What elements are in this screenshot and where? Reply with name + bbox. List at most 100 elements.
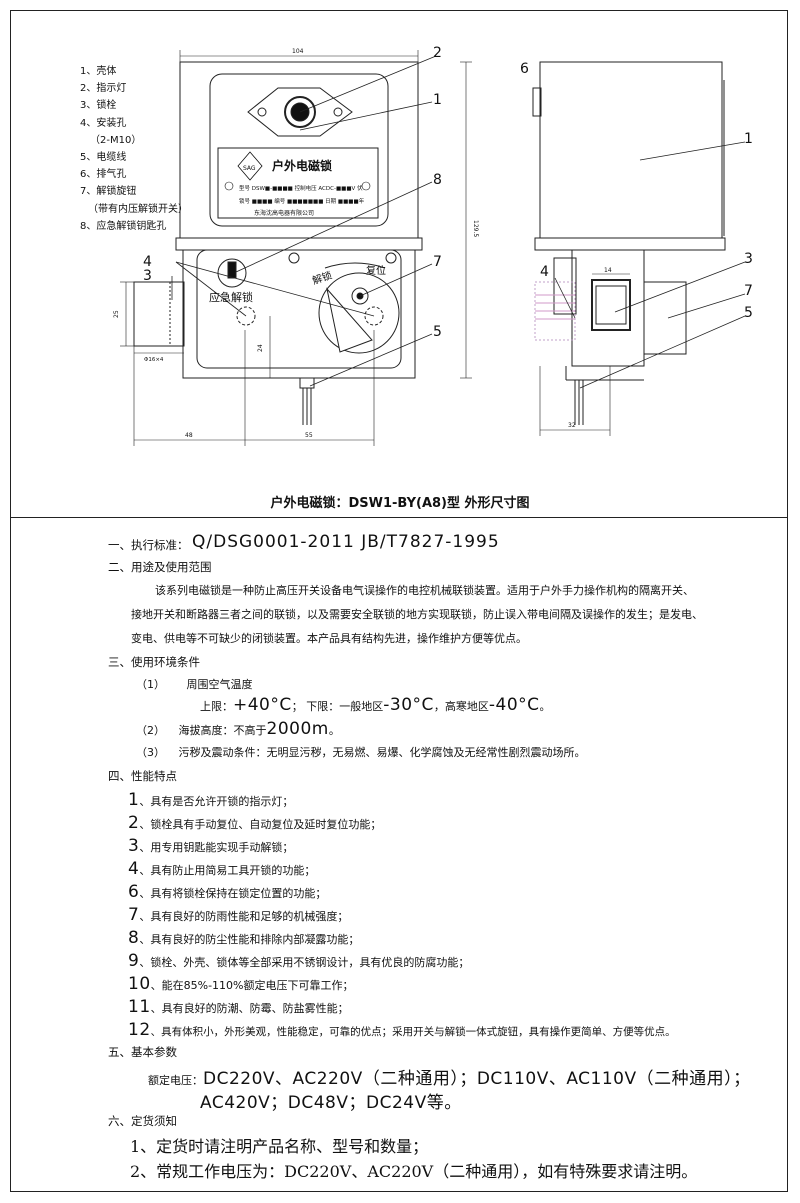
nameplate bbox=[217, 147, 379, 219]
housing-flange bbox=[175, 237, 423, 251]
feature-number: 12 bbox=[128, 1020, 151, 1040]
key-slot bbox=[227, 261, 237, 279]
dim-bolt: Φ16×4 bbox=[144, 357, 164, 363]
legend-item: 3、锁栓 bbox=[80, 100, 117, 112]
feature-item: 6、具有将锁栓保持在锁定位置的功能； bbox=[128, 882, 326, 902]
rated-voltage-label: 额定电压： bbox=[148, 1074, 203, 1087]
feature-text: 、具有良好的防雨性能和足够的机械强度； bbox=[139, 910, 349, 923]
order-note-1: 1、定货时请注明产品名称、型号和数量； bbox=[130, 1137, 429, 1156]
callout-4-front: 4 bbox=[143, 254, 152, 270]
dim-side-25: 25 bbox=[113, 310, 120, 318]
plate-title: 户外电磁锁 bbox=[272, 158, 332, 173]
order-note-2: 2、常规工作电压为：DC220V、AC220V（二种通用），如有特殊要求请注明。 bbox=[130, 1162, 698, 1181]
env-item-text: 周围空气温度 bbox=[186, 678, 253, 691]
flange-screw bbox=[333, 107, 343, 117]
upper-label: 上限： bbox=[200, 700, 233, 713]
section-2-para: 变电、供电等不可缺少的闭锁装置。本产品具有结构先进，操作维护方便等优点。 bbox=[131, 632, 527, 645]
callout-7-front: 7 bbox=[433, 254, 442, 270]
env-item-3: （3） 污秽及震动条件：无明显污秽，无易燃、易爆、化学腐蚀及无经常性剧烈震动场所… bbox=[136, 744, 586, 760]
feature-number: 1 bbox=[128, 790, 140, 810]
legend-item: （带有内压解锁开关） bbox=[88, 203, 188, 215]
rated-voltage-line2: AC420V；DC48V；DC24V等。 bbox=[200, 1088, 462, 1113]
screw bbox=[385, 252, 397, 264]
feature-text: 、具有良好的防尘性能和排除内部凝露功能； bbox=[139, 933, 360, 946]
section-4-title: 四、性能特点 bbox=[108, 769, 177, 783]
callout-6: 6 bbox=[520, 61, 529, 77]
callout-5-front: 5 bbox=[433, 324, 442, 340]
feature-number: 10 bbox=[128, 974, 151, 994]
dim-vertical-24: 24 bbox=[257, 344, 264, 352]
feature-text: 、具有是否允许开锁的指示灯； bbox=[139, 795, 294, 808]
altitude-value: 2000m bbox=[266, 719, 329, 739]
feature-item: 7、具有良好的防雨性能和足够的机械强度； bbox=[128, 905, 348, 925]
legend-item: （2-M10） bbox=[90, 134, 142, 146]
feature-number: 6 bbox=[128, 882, 140, 902]
legend-item: 2、指示灯 bbox=[80, 83, 127, 95]
feature-text: 、用专用钥匙能实现手动解锁； bbox=[139, 841, 294, 854]
period: 。 bbox=[539, 700, 551, 713]
feature-item: 1、具有是否允许开锁的指示灯； bbox=[128, 790, 293, 810]
feature-text: 、能在85%-110%额定电压下可靠工作； bbox=[150, 979, 354, 992]
rated-voltage-values: AC420V；DC48V；DC24V等。 bbox=[200, 1093, 462, 1113]
callout-4-side: 4 bbox=[540, 264, 549, 280]
indicator-lamp bbox=[284, 96, 316, 128]
altitude-label: 海拔高度：不高于 bbox=[178, 724, 267, 737]
side-dimensions bbox=[539, 273, 630, 436]
lower-panel bbox=[196, 249, 402, 369]
env-item-2: （2） 海拔高度：不高于2000m。 bbox=[136, 719, 340, 739]
unlock-label: 解锁 bbox=[311, 269, 334, 288]
dim-side-14: 14 bbox=[604, 267, 612, 274]
legend-item: 4、安装孔 bbox=[80, 117, 127, 129]
cold-label: ，高寒地区 bbox=[433, 700, 489, 713]
drawing-caption: 户外电磁锁：DSW1-BY(A8)型 外形尺寸图 bbox=[270, 496, 530, 511]
dim-height: 129.5 bbox=[472, 220, 479, 237]
feature-text: 、具有体积小，外形美观，性能稳定，可靠的优点；采用开关与解锁一体式旋钮，具有操作… bbox=[150, 1026, 676, 1038]
feature-text: 、锁栓具有手动复位、自动复位及延时复位功能； bbox=[139, 818, 382, 831]
feature-item: 12、具有体积小，外形美观，性能稳定，可靠的优点；采用开关与解锁一体式旋钮，具有… bbox=[128, 1020, 676, 1040]
lock-bolt bbox=[133, 281, 185, 347]
section-3-title: 三、使用环境条件 bbox=[108, 655, 200, 669]
front-view bbox=[133, 61, 423, 425]
side-housing bbox=[539, 61, 723, 239]
env-item-label: （3） bbox=[136, 746, 165, 759]
cable-gland bbox=[299, 377, 315, 389]
technical-drawing: SAG 户外电磁锁 型号 DSW■-■■■■ 控制电压 ACDC-■■■V 伏 … bbox=[113, 45, 753, 446]
standards: Q/DSG0001-2011 JB/T7827-1995 bbox=[192, 532, 500, 552]
legend-item: 5、电缆线 bbox=[80, 152, 127, 164]
env-item-label: （1） bbox=[136, 678, 165, 691]
dim-top-width: 104 bbox=[292, 48, 304, 55]
reset-label: 复位 bbox=[366, 264, 386, 277]
section-1-title: 一、执行标准： bbox=[108, 538, 189, 552]
knob-grip bbox=[326, 287, 373, 353]
legend-item: 8、应急解锁钥匙孔 bbox=[80, 220, 167, 232]
section-divider bbox=[10, 517, 788, 518]
feature-number: 11 bbox=[128, 997, 151, 1017]
callout-1-front: 1 bbox=[433, 92, 442, 108]
side-view bbox=[532, 61, 726, 425]
mounting-hole bbox=[364, 306, 384, 326]
rotation-arrow bbox=[324, 262, 386, 269]
env-item-1: （1） 周围空气温度 bbox=[136, 676, 253, 692]
plate-line1: 型号 DSW■-■■■■ 控制电压 ACDC-■■■V 伏 bbox=[239, 184, 363, 192]
feature-number: 7 bbox=[128, 905, 140, 925]
unlock-knob bbox=[318, 272, 400, 354]
knob-center bbox=[351, 287, 369, 305]
period: 。 bbox=[328, 724, 340, 737]
temperature-range: 上限：+40°C； 下限：一般地区-30°C，高寒地区-40°C。 bbox=[200, 695, 551, 715]
feature-text: 、锁栓、外壳、锁体等全部采用不锈钢设计，具有优良的防腐功能； bbox=[139, 956, 470, 969]
dim-bottom-48: 48 bbox=[185, 432, 193, 439]
env-item-text: 污秽及震动条件：无明显污秽，无易燃、易爆、化学腐蚀及无经常性剧烈震动场所。 bbox=[178, 746, 586, 759]
parts-legend: 1、壳体 2、指示灯 3、锁栓 4、安装孔 （2-M10） 5、电缆线 6、排气… bbox=[80, 63, 188, 235]
env-item-label: （2） bbox=[136, 724, 165, 737]
feature-number: 2 bbox=[128, 813, 140, 833]
callout-8: 8 bbox=[433, 172, 442, 188]
vent-hole bbox=[532, 87, 542, 117]
feature-item: 10、能在85%-110%额定电压下可靠工作； bbox=[128, 974, 354, 994]
side-bolt bbox=[591, 279, 631, 331]
legend-item: 7、解锁旋钮 bbox=[80, 186, 137, 198]
callout-2: 2 bbox=[433, 45, 442, 61]
callout-3-front: 3 bbox=[143, 268, 152, 284]
side-knob bbox=[643, 281, 687, 355]
side-flange bbox=[534, 237, 726, 251]
lower-value: -30°C bbox=[383, 695, 434, 715]
